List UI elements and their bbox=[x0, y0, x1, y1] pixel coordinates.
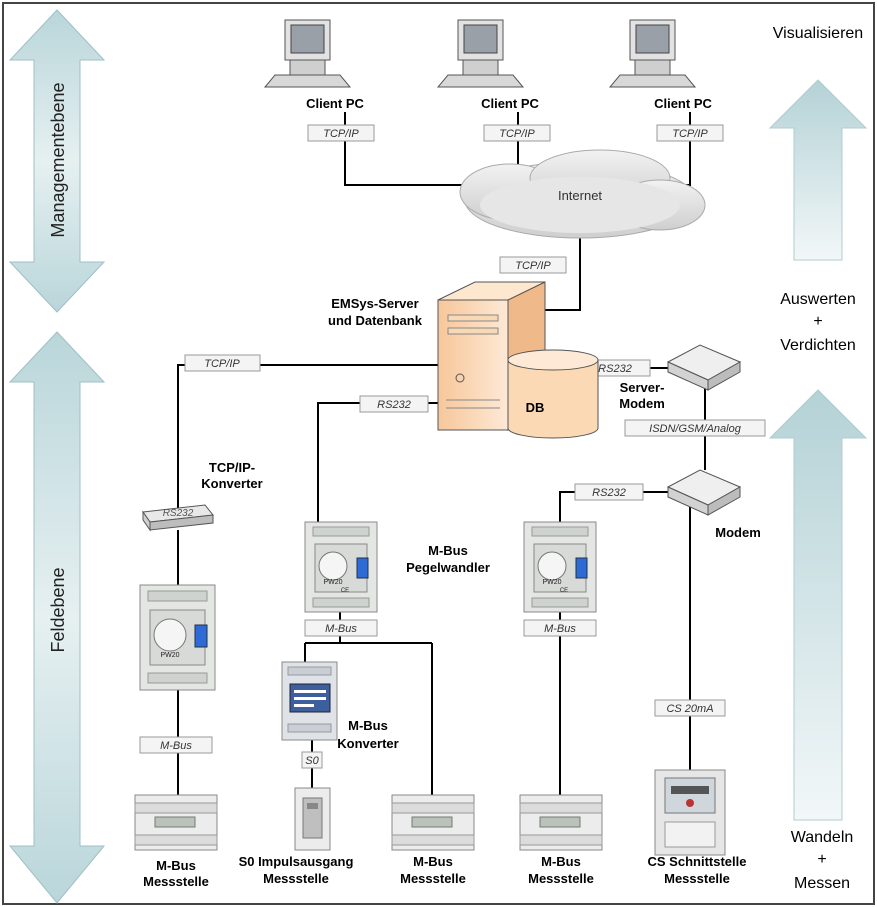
mbus-meter-1-icon bbox=[134, 794, 218, 851]
tcp-converter-port: RS232 bbox=[163, 508, 194, 519]
client-pc-2 bbox=[436, 19, 525, 88]
visualize-up-arrow bbox=[768, 79, 868, 261]
pw20-middle-brand: PW20 bbox=[323, 579, 342, 586]
client-pc-3 bbox=[608, 19, 697, 88]
convert-label: Wandeln bbox=[791, 829, 854, 846]
right-pw-mbus: M-Bus bbox=[544, 623, 576, 635]
meter-5-label-2: Messstelle bbox=[664, 871, 730, 886]
evaluate-label: Auswerten bbox=[780, 291, 856, 308]
mbus-converter-icon bbox=[281, 661, 338, 741]
pw20-middle-ce: CE bbox=[341, 588, 349, 594]
cs-protocol: CS 20mA bbox=[666, 703, 713, 715]
isdn-link: ISDN/GSM/Analog bbox=[649, 423, 742, 435]
client3-protocol: TCP/IP bbox=[672, 128, 708, 140]
database-icon bbox=[507, 349, 599, 439]
pw20-left-brand: PW20 bbox=[160, 652, 179, 659]
client-pc-3-label: Client PC bbox=[654, 96, 712, 111]
modem-icon bbox=[666, 469, 742, 516]
converter-pw-mbus: M-Bus bbox=[160, 740, 192, 752]
pegelwandler-rs232: RS232 bbox=[377, 399, 411, 411]
management-level-label: Managementebene bbox=[48, 82, 68, 237]
meter-4-label-1: M-Bus bbox=[541, 854, 581, 869]
protocol-labels: TCP/IP TCP/IP TCP/IP TCP/IP TCP/IP RS232… bbox=[139, 124, 766, 769]
internet-cloud-icon bbox=[459, 149, 706, 239]
server-modem-icon bbox=[666, 344, 742, 391]
internet-label: Internet bbox=[558, 188, 602, 203]
field-level-label: Feldebene bbox=[48, 567, 68, 652]
pw20-device-right: PW20 CE bbox=[523, 521, 597, 613]
mbus-converter-label-1: M-Bus bbox=[348, 718, 388, 733]
evaluate-up-arrow bbox=[768, 389, 868, 821]
client1-protocol: TCP/IP bbox=[323, 128, 359, 140]
meter-5-label-1: CS Schnittstelle bbox=[648, 854, 747, 869]
meter-3-label-1: M-Bus bbox=[413, 854, 453, 869]
client-pc-1 bbox=[263, 19, 352, 88]
server-modem-rs232: RS232 bbox=[598, 363, 632, 375]
server-modem-label-1: Server- bbox=[620, 380, 665, 395]
mbus-meter-3-icon bbox=[519, 794, 603, 851]
mbus-converter-label-2: Konverter bbox=[337, 736, 398, 751]
meter-1-label-1: M-Bus bbox=[156, 858, 196, 873]
server-modem-label-2: Modem bbox=[619, 396, 665, 411]
server-label-1: EMSys-Server bbox=[331, 296, 418, 311]
internet-protocol: TCP/IP bbox=[515, 260, 551, 272]
mbus-meter-2-icon bbox=[391, 794, 475, 851]
tcp-converter-label-1: TCP/IP- bbox=[209, 460, 255, 475]
computer-icon bbox=[436, 19, 525, 88]
meter-4-label-2: Messstelle bbox=[528, 871, 594, 886]
s0-protocol: S0 bbox=[305, 755, 319, 767]
pegelwandler-mbus: M-Bus bbox=[325, 623, 357, 635]
client-pc-2-label: Client PC bbox=[481, 96, 539, 111]
pw20-right-brand: PW20 bbox=[542, 579, 561, 586]
left-link-protocol: TCP/IP bbox=[204, 358, 240, 370]
compress-label: Verdichten bbox=[780, 337, 856, 354]
s0-meter-icon bbox=[294, 787, 331, 851]
management-arrow bbox=[8, 9, 106, 313]
measure-label: Messen bbox=[794, 875, 850, 892]
client-pc-1-label: Client PC bbox=[306, 96, 364, 111]
pegelwandler-label-2: Pegelwandler bbox=[406, 560, 490, 575]
visualize-label: Visualisieren bbox=[773, 25, 863, 42]
computer-icon bbox=[263, 19, 352, 88]
meter-2-label-1: S0 Impulsausgang bbox=[239, 854, 354, 869]
tcp-converter-icon bbox=[142, 504, 214, 532]
evaluate-plus: + bbox=[813, 313, 822, 330]
convert-plus: + bbox=[817, 851, 826, 868]
server-label-2: und Datenbank bbox=[328, 313, 423, 328]
pw20-device-left: PW20 bbox=[139, 584, 216, 691]
pw20-right-ce: CE bbox=[560, 588, 568, 594]
modem-label: Modem bbox=[715, 525, 761, 540]
field-arrow bbox=[8, 331, 106, 904]
tcp-converter-label-2: Konverter bbox=[201, 476, 262, 491]
computer-icon bbox=[608, 19, 697, 88]
cs-meter-icon bbox=[654, 769, 726, 856]
pw20-device-middle: PW20 CE bbox=[304, 521, 378, 613]
client2-protocol: TCP/IP bbox=[499, 128, 535, 140]
modem-rs232: RS232 bbox=[592, 487, 626, 499]
meter-1-label-2: Messstelle bbox=[143, 874, 209, 889]
meter-3-label-2: Messstelle bbox=[400, 871, 466, 886]
pegelwandler-label-1: M-Bus bbox=[428, 543, 468, 558]
database-label: DB bbox=[526, 400, 545, 415]
meter-2-label-2: Messstelle bbox=[263, 871, 329, 886]
